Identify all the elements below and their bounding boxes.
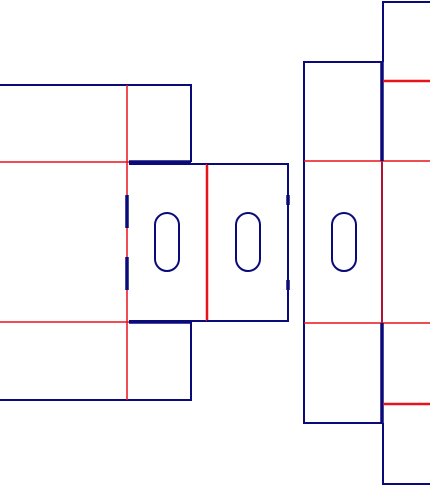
center-end-panel: [207, 163, 289, 322]
right-handle-slot: [331, 212, 357, 272]
left-handle-slot: [154, 212, 180, 272]
left-top-flap: [0, 84, 192, 162]
left-bottom-flap: [0, 322, 192, 401]
far-right-panel: [382, 1, 430, 485]
right-assembly: [303, 1, 430, 485]
left-assembly: [0, 84, 290, 401]
left-end-panel: [129, 163, 207, 322]
right-end-panel: [303, 61, 383, 424]
center-handle-slot: [235, 212, 261, 272]
